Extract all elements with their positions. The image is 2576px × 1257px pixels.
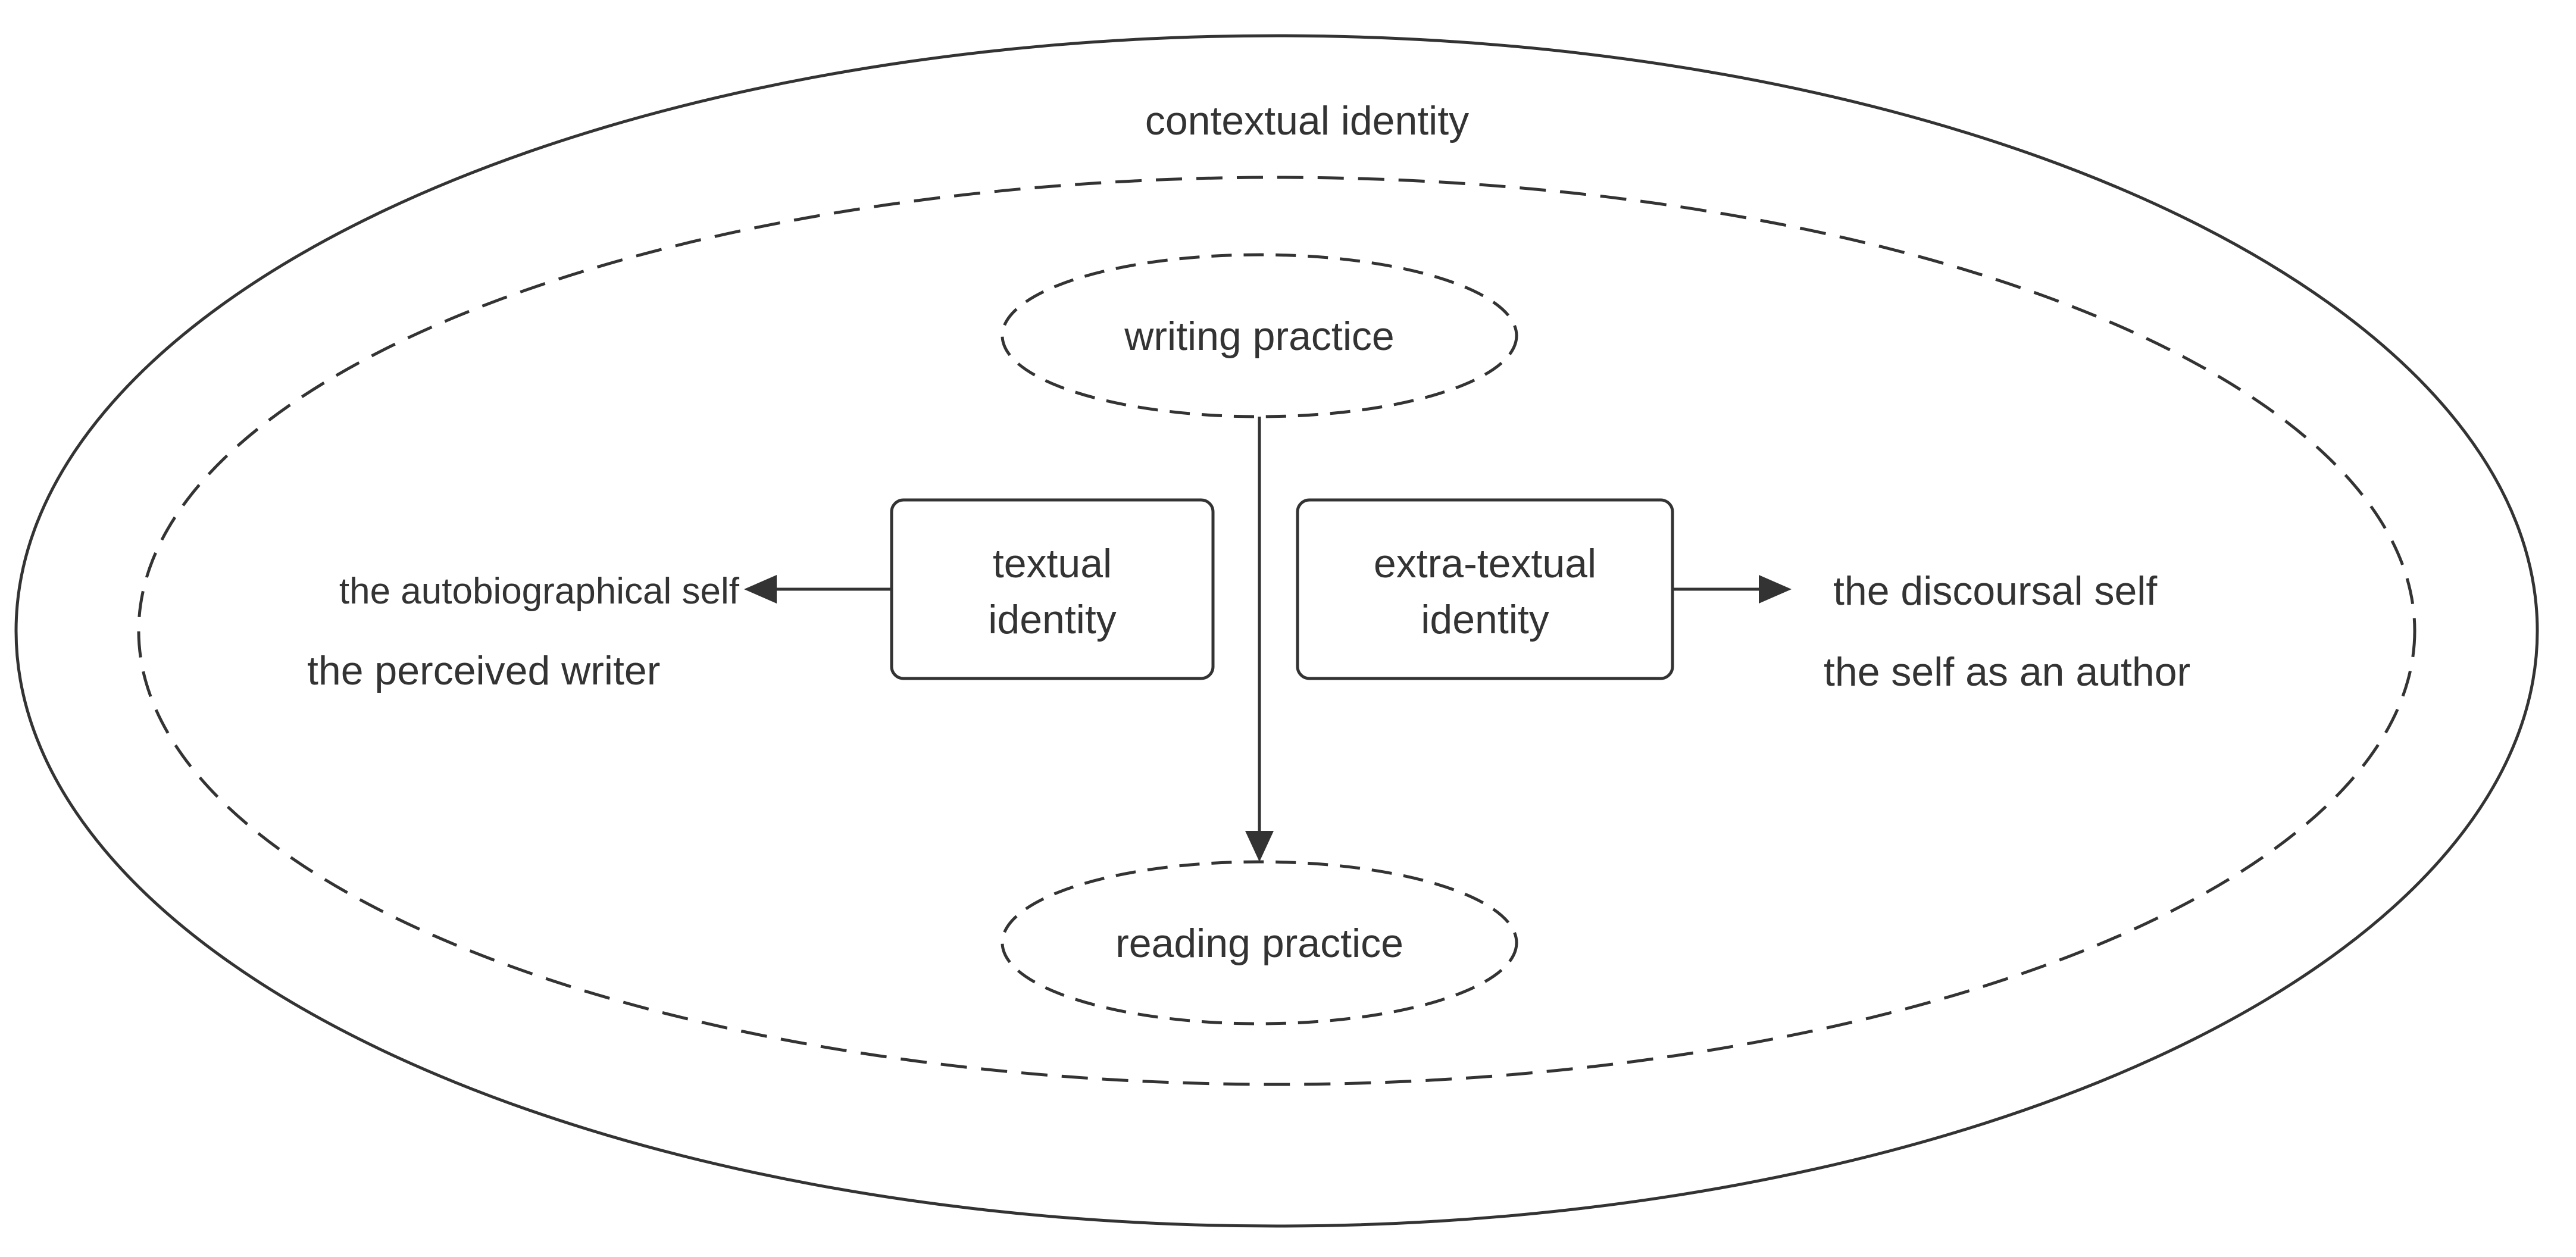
autobiographical-self-label: the autobiographical self — [339, 571, 740, 612]
textual-identity-box — [890, 498, 1215, 680]
inner-dashed-ellipse — [137, 176, 2416, 1086]
extra-textual-identity-line2: identity — [1421, 597, 1549, 642]
reading-practice-label: reading practice — [1115, 921, 1403, 966]
outer-ellipse-contextual — [14, 34, 2539, 1228]
discoursal-self-label: the discoursal self — [1833, 568, 2157, 614]
extra-textual-identity-line1: extra-textual — [1374, 541, 1596, 586]
arrowhead-right — [1759, 575, 1792, 604]
contextual-identity-label: contextual identity — [1145, 98, 1469, 143]
textual-identity-line1: textual — [993, 541, 1112, 586]
self-as-author-label: the self as an author — [1824, 649, 2190, 695]
perceived-writer-label: the perceived writer — [307, 648, 660, 693]
arrowhead-left — [744, 575, 777, 604]
arrowhead-down — [1245, 831, 1274, 862]
textual-identity-line2: identity — [988, 597, 1116, 642]
writing-practice-label: writing practice — [1124, 314, 1395, 359]
extra-textual-identity-box — [1296, 498, 1674, 680]
writing-practice-node — [1001, 253, 1518, 418]
